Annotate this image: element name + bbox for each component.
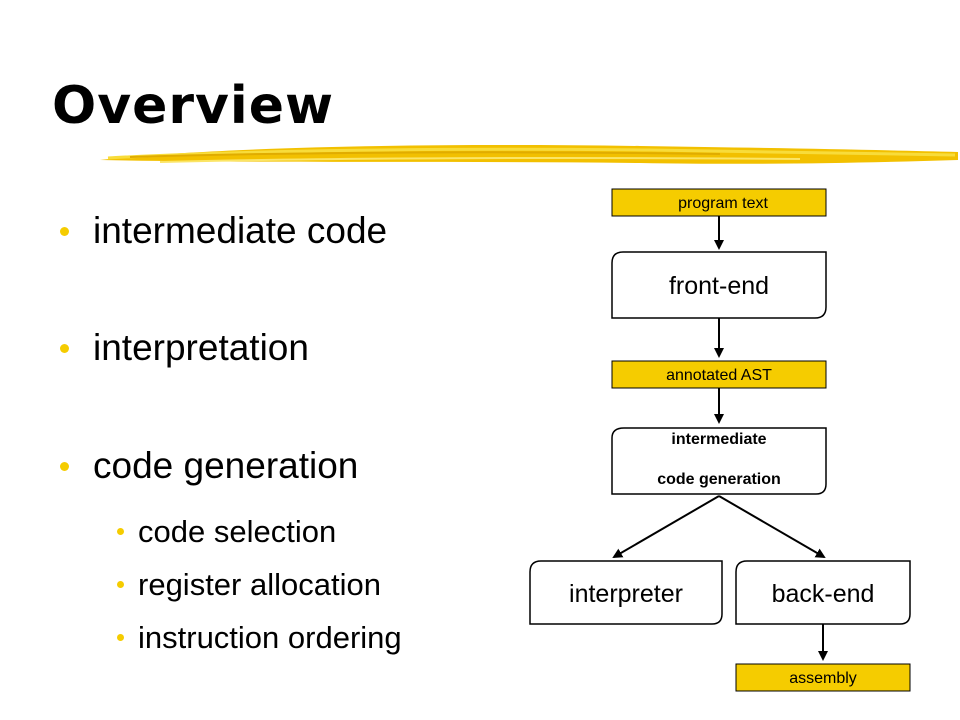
subbullet-instruction-ordering: instruction ordering [138,620,402,655]
bullet-intermediate-code: intermediate code [93,210,388,251]
arrow-intermediate-to-backend [718,495,826,559]
assembly-box [735,663,911,692]
bullet-interpretation: interpretation [93,327,309,368]
subbullet-dot-3 [117,634,124,641]
subbullet-dot-2 [117,581,124,588]
program-text-label: program text [678,195,768,212]
arrow-intermediate-to-interpreter [612,495,720,559]
front-end-node [611,251,827,319]
subbullet-code-selection: code selection [138,514,337,549]
intermediate-codegen-node [611,427,827,495]
intermediate-codegen-label-line2: code generation [657,471,781,488]
slide-title: Overview [52,76,335,136]
bullet-dot-3 [60,462,69,471]
bullet-dot-2 [60,344,69,353]
interpreter-label: interpreter [569,580,683,608]
back-end-label: back-end [772,580,875,608]
bullet-dot-1 [60,227,69,236]
interpreter-node [529,560,723,625]
intermediate-codegen-label-line1: intermediate [671,431,766,448]
front-end-label: front-end [669,272,769,300]
program-text-box [611,188,827,217]
title-underline-brush [100,145,958,164]
subbullet-dot-1 [117,528,124,535]
assembly-label: assembly [789,670,857,687]
subbullet-register-allocation: register allocation [138,567,381,602]
annotated-ast-label: annotated AST [666,367,772,384]
back-end-node [735,560,911,625]
bullet-code-generation: code generation [93,445,359,486]
